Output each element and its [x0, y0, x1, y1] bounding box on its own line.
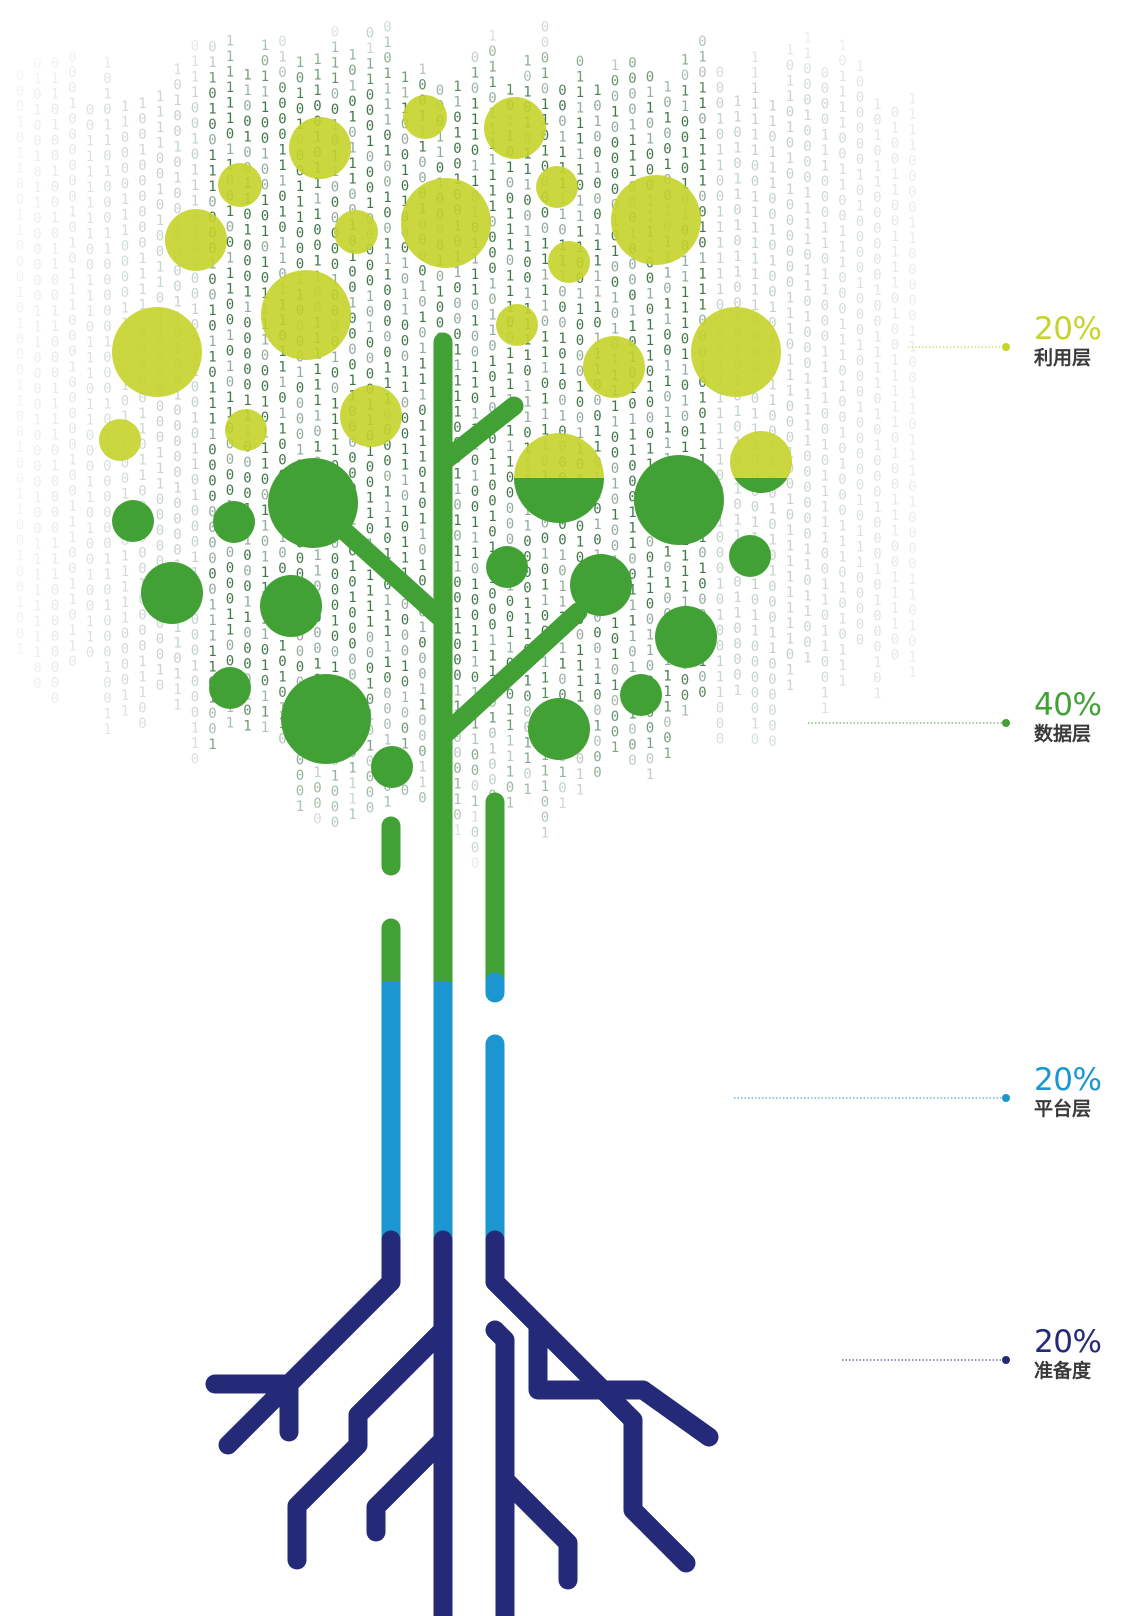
callout-platform: 20% 平台层 — [1034, 1063, 1134, 1121]
split-circle-top — [730, 431, 792, 478]
canopy-circle — [691, 307, 781, 397]
callout-dots — [1002, 343, 1010, 1364]
canopy-circle — [112, 307, 202, 397]
branch — [433, 396, 524, 472]
label-ready: 准备度 — [1034, 1359, 1134, 1383]
label-platform: 平台层 — [1034, 1097, 1134, 1121]
canopy-split-circles — [514, 431, 792, 523]
branch — [433, 602, 588, 746]
dot-use — [1002, 343, 1010, 351]
callout-ready: 20% 准备度 — [1034, 1325, 1134, 1383]
percent-data: 40% — [1034, 688, 1134, 722]
canopy-circle — [401, 178, 491, 268]
canopy-circle — [486, 546, 528, 588]
branch — [331, 518, 453, 630]
canopy-circle — [209, 667, 251, 709]
callout-use: 20% 利用层 — [1034, 312, 1134, 370]
canopy-data-layer — [112, 455, 771, 788]
canopy-circle — [213, 501, 255, 543]
canopy-circle — [340, 385, 402, 447]
canopy-circle — [484, 97, 546, 159]
canopy-circle — [620, 674, 662, 716]
canopy-circle — [112, 500, 154, 542]
split-circle-bottom — [514, 478, 604, 523]
canopy-use-layer — [99, 95, 781, 461]
root — [205, 1230, 401, 1394]
label-use: 利用层 — [1034, 346, 1134, 370]
callout-data: 40% 数据层 — [1034, 688, 1134, 746]
percent-ready: 20% — [1034, 1325, 1134, 1359]
canopy-circle — [141, 562, 203, 624]
root — [366, 1430, 453, 1542]
root — [485, 1320, 515, 1616]
trunk-platform-layer — [381, 972, 505, 1250]
canopy-circle — [334, 210, 378, 254]
canopy-circle — [225, 409, 267, 451]
canopy-circle — [611, 175, 701, 265]
dot-platform — [1002, 1094, 1010, 1102]
trunk-data-layer — [331, 332, 588, 992]
canopy-circle — [260, 575, 322, 637]
canopy-circle — [570, 554, 632, 616]
root — [485, 1230, 719, 1447]
canopy-circle — [536, 166, 578, 208]
percent-use: 20% — [1034, 312, 1134, 346]
canopy-circle — [634, 455, 724, 545]
canopy-circle — [729, 535, 771, 577]
canopy-circle — [281, 674, 371, 764]
canopy-circle — [528, 698, 590, 760]
dot-data — [1002, 719, 1010, 727]
canopy-circle — [99, 419, 141, 461]
split-circle-top — [514, 433, 604, 478]
binary-fade-horizontal — [0, 0, 960, 920]
callout-leaders — [734, 346, 1006, 1361]
canopy-circle — [165, 209, 227, 271]
canopy-circle — [583, 336, 645, 398]
roots-ready-layer — [205, 1230, 719, 1616]
canopy-circle — [548, 241, 590, 283]
split-circle-bottom — [734, 478, 788, 493]
dot-ready — [1002, 1356, 1010, 1364]
root — [495, 1470, 578, 1590]
trunk-data-caps — [381, 960, 453, 982]
canopy-circle — [403, 95, 447, 139]
percent-platform: 20% — [1034, 1063, 1134, 1097]
label-data: 数据层 — [1034, 722, 1134, 746]
root — [528, 1315, 696, 1573]
canopy-circle — [371, 746, 413, 788]
root — [287, 1320, 453, 1570]
canopy-circle — [655, 606, 717, 668]
canopy-circle — [289, 117, 351, 179]
canopy-circle — [496, 304, 538, 346]
root — [218, 1374, 299, 1455]
canopy-circle — [261, 270, 351, 360]
canopy-circle — [218, 163, 262, 207]
